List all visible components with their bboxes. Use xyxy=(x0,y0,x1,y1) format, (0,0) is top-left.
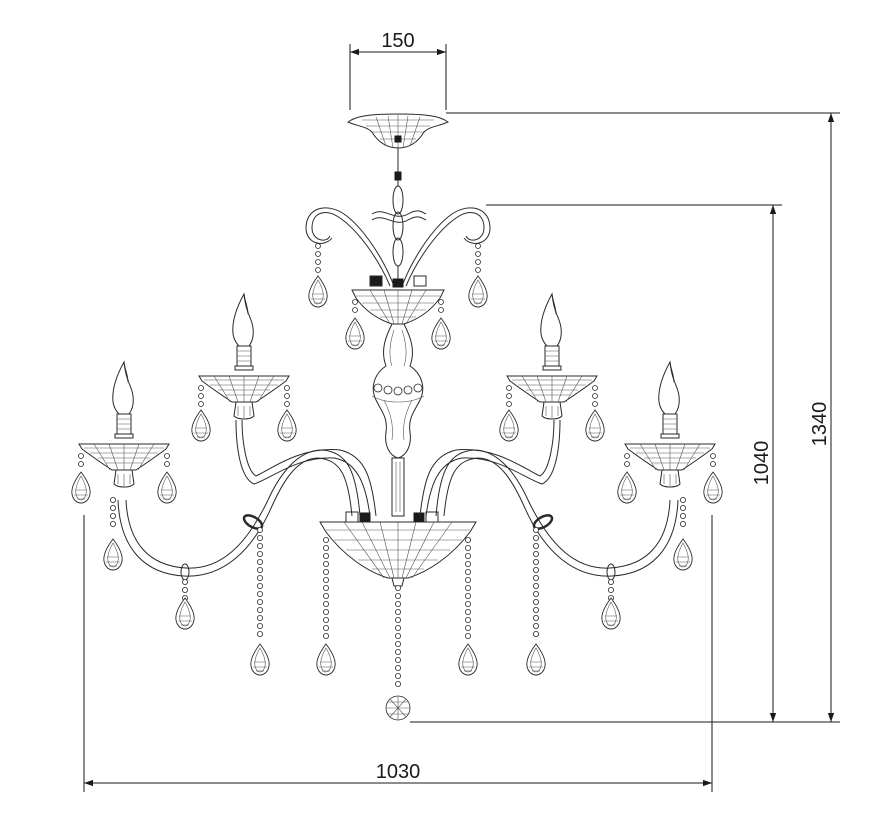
ceiling-canopy xyxy=(347,113,449,149)
top-scroll-arms xyxy=(305,207,491,308)
lower-bowl xyxy=(319,511,477,587)
candle-right-inner xyxy=(499,293,605,442)
chain xyxy=(371,148,427,284)
dimension-label-150: 150 xyxy=(381,30,414,52)
candle-right-outer xyxy=(617,361,723,504)
dimension-top-width: 150 xyxy=(349,30,447,110)
candle-left-inner xyxy=(191,293,297,442)
upper-bowl xyxy=(345,275,451,350)
central-column xyxy=(371,323,425,517)
dimension-label-1040: 1040 xyxy=(751,441,773,486)
candle-left-outer xyxy=(71,361,177,504)
main-arms xyxy=(117,419,679,581)
bottom-finial-ball xyxy=(385,695,411,721)
chandelier xyxy=(71,113,723,721)
dimension-label-1340: 1340 xyxy=(809,402,831,447)
dimension-label-1030: 1030 xyxy=(376,761,421,783)
dimension-total-width: 1030 xyxy=(83,515,713,792)
dimension-total-height: 1340 xyxy=(410,112,840,723)
dimension-body-height: 1040 xyxy=(486,204,782,722)
hanging-strands xyxy=(103,496,693,688)
